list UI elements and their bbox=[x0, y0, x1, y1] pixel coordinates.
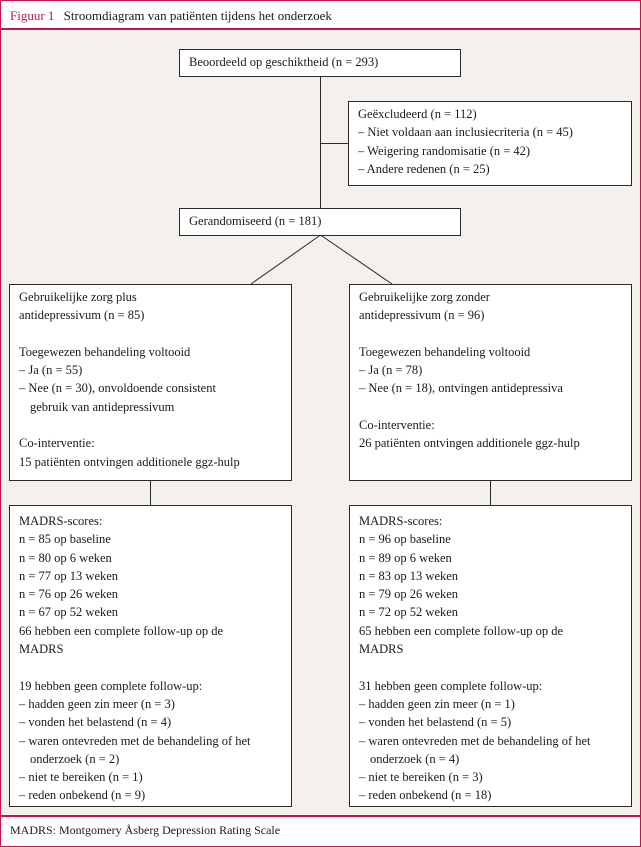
right-reason: – niet te bereiken (n = 3) bbox=[359, 770, 483, 785]
excluded-box: Geëxcludeerd (n = 112) – Niet voldaan aa… bbox=[348, 101, 632, 186]
left-co-text: 15 patiënten ontvingen additionele ggz-h… bbox=[19, 454, 240, 469]
right-arm-title: Gebruikelijke zorg zonder bbox=[359, 290, 490, 304]
right-madrs-heading: MADRS-scores: bbox=[359, 514, 443, 528]
left-complete-text: 66 hebben een complete follow-up op de bbox=[19, 623, 224, 638]
excluded-item: – Andere redenen (n = 25) bbox=[358, 161, 490, 176]
left-reason: – niet te bereiken (n = 1) bbox=[19, 770, 143, 785]
left-treatment-heading: Toegewezen behandeling voltooid bbox=[19, 344, 191, 359]
right-arm-box: Gebruikelijke zorg zonder antidepressivu… bbox=[349, 284, 632, 481]
left-reason: – reden onbekend (n = 9) bbox=[19, 788, 146, 803]
right-arm-title: antidepressivum (n = 96) bbox=[359, 308, 485, 323]
right-treatment-heading: Toegewezen behandeling voltooid bbox=[359, 344, 531, 359]
figure-label: Figuur 1 bbox=[10, 8, 55, 23]
left-reason: – waren ontevreden met de behandeling of… bbox=[19, 733, 251, 748]
left-reason: – vonden het belastend (n = 4) bbox=[19, 715, 172, 730]
right-madrs-score: n = 72 op 52 weken bbox=[359, 605, 459, 620]
right-madrs-score: n = 79 op 26 weken bbox=[359, 587, 459, 602]
right-treatment-no: – Nee (n = 18), ontvingen antidepressiva bbox=[359, 381, 563, 396]
left-arm-title: Gebruikelijke zorg plus bbox=[19, 290, 137, 304]
right-reason: – hadden geen zin meer (n = 1) bbox=[359, 696, 515, 711]
left-treatment-no: – Nee (n = 30), onvoldoende consistent bbox=[19, 381, 216, 396]
right-reason: – vonden het belastend (n = 5) bbox=[359, 715, 512, 730]
right-complete-text: 65 hebben een complete follow-up op de bbox=[359, 623, 564, 638]
figure-title: Stroomdiagram van patiënten tijdens het … bbox=[63, 8, 332, 23]
left-arm-title: antidepressivum (n = 85) bbox=[19, 308, 145, 323]
left-co-heading: Co-interventie: bbox=[19, 436, 95, 451]
left-treatment-yes: – Ja (n = 55) bbox=[19, 363, 83, 378]
randomized-box: Gerandomiseerd (n = 181) bbox=[179, 208, 461, 236]
right-madrs-score: n = 83 op 13 weken bbox=[359, 568, 459, 583]
left-incomplete-heading: 19 hebben geen complete follow-up: bbox=[19, 678, 203, 693]
right-treatment-yes: – Ja (n = 78) bbox=[359, 363, 423, 378]
figure-header: Figuur 1 Stroomdiagram van patiënten tij… bbox=[1, 1, 640, 30]
left-reason: onderzoek (n = 2) bbox=[30, 751, 120, 766]
figure-footnote: MADRS: Montgomery Åsberg Depression Rati… bbox=[1, 815, 640, 846]
right-followup-box: MADRS-scores: n = 96 op baseline n = 89 … bbox=[349, 505, 632, 807]
connector-to-right-arm bbox=[320, 234, 393, 285]
assessed-box: Beoordeeld op geschiktheid (n = 293) bbox=[179, 49, 461, 77]
right-madrs-score: n = 96 op baseline bbox=[359, 532, 451, 547]
left-madrs-score: n = 85 op baseline bbox=[19, 532, 111, 547]
right-reason: onderzoek (n = 4) bbox=[370, 751, 460, 766]
right-reason: – reden onbekend (n = 18) bbox=[359, 788, 492, 803]
excluded-item: – Weigering randomisatie (n = 42) bbox=[358, 143, 531, 158]
footnote-text: MADRS: Montgomery Åsberg Depression Rati… bbox=[10, 823, 281, 837]
right-co-heading: Co-interventie: bbox=[359, 418, 435, 433]
left-followup-box: MADRS-scores: n = 85 op baseline n = 80 … bbox=[9, 505, 292, 807]
right-complete-text: MADRS bbox=[359, 642, 404, 657]
randomized-text: Gerandomiseerd (n = 181) bbox=[189, 214, 322, 228]
right-incomplete-heading: 31 hebben geen complete follow-up: bbox=[359, 678, 543, 693]
left-madrs-heading: MADRS-scores: bbox=[19, 514, 103, 528]
right-madrs-score: n = 89 op 6 weken bbox=[359, 550, 452, 565]
left-madrs-score: n = 67 op 52 weken bbox=[19, 605, 119, 620]
right-reason: – waren ontevreden met de behandeling of… bbox=[359, 733, 591, 748]
right-co-text: 26 patiënten ontvingen additionele ggz-h… bbox=[359, 436, 580, 451]
assessed-text: Beoordeeld op geschiktheid (n = 293) bbox=[189, 55, 379, 69]
left-madrs-score: n = 77 op 13 weken bbox=[19, 568, 119, 583]
connector-to-left-arm bbox=[250, 234, 321, 285]
left-arm-box: Gebruikelijke zorg plus antidepressivum … bbox=[9, 284, 292, 481]
excluded-title: Geëxcludeerd (n = 112) bbox=[358, 107, 477, 121]
left-complete-text: MADRS bbox=[19, 642, 64, 657]
left-reason: – hadden geen zin meer (n = 3) bbox=[19, 696, 175, 711]
excluded-item: – Niet voldaan aan inclusiecriteria (n =… bbox=[358, 125, 573, 140]
left-treatment-no: gebruik van antidepressivum bbox=[30, 399, 175, 414]
left-madrs-score: n = 76 op 26 weken bbox=[19, 587, 119, 602]
left-madrs-score: n = 80 op 6 weken bbox=[19, 550, 112, 565]
